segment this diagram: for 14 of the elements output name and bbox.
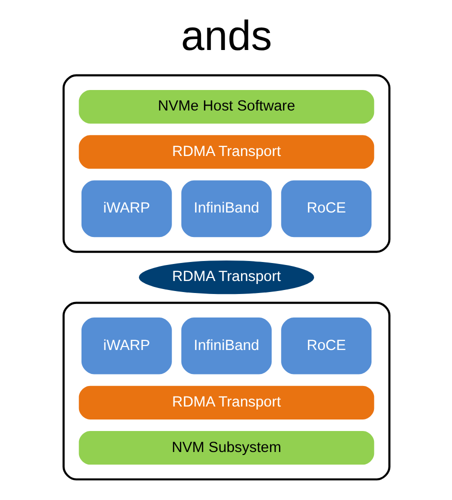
node-box: NVM Subsystem xyxy=(78,431,374,465)
cluster xyxy=(62,74,390,253)
node-box: RoCE xyxy=(280,180,372,238)
node-box: RDMA Transport xyxy=(78,386,374,420)
node-box: RoCE xyxy=(280,318,372,374)
node-box: iWARP xyxy=(80,180,172,238)
node-box: InfiniBand xyxy=(180,318,272,374)
node-box: RDMA Transport xyxy=(78,135,374,169)
node-box: InfiniBand xyxy=(180,180,272,238)
node-box: iWARP xyxy=(80,318,172,374)
cluster xyxy=(62,302,390,480)
label: ands xyxy=(180,12,272,60)
node-ellipse: RDMA Transport xyxy=(138,260,314,294)
node-box: NVMe Host Software xyxy=(78,90,374,124)
